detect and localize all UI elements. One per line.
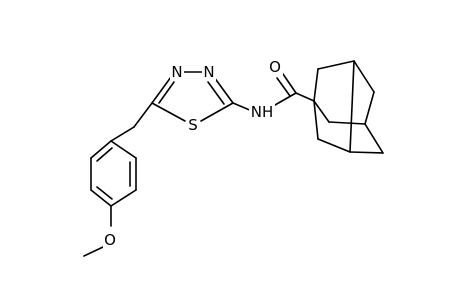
bond-a4-a5 bbox=[364, 91, 375, 125]
bond-n3-c2-inner bbox=[207, 81, 225, 105]
atom-methoxy-o-label: O bbox=[104, 231, 116, 249]
atom-nh-label: NH bbox=[251, 103, 274, 121]
bond-ring-6-1 bbox=[110, 140, 137, 159]
adamantane-cage bbox=[313, 60, 384, 154]
bond-ring-1-2-inner bbox=[96, 147, 113, 162]
bond-c5-n4-inner bbox=[158, 81, 175, 104]
atom-n4-label: N bbox=[171, 63, 182, 81]
bond-a2-a3 bbox=[317, 60, 355, 70]
bond-a5-a6 bbox=[328, 121, 366, 125]
bond-n3-c2 bbox=[213, 76, 234, 104]
bond-a3-a4 bbox=[353, 60, 375, 93]
bond-a3-a8 bbox=[349, 60, 355, 153]
bond-a8-a9 bbox=[349, 151, 384, 154]
bond-ch2-ring bbox=[110, 126, 135, 142]
bond-ring-4-5 bbox=[110, 189, 137, 207]
bond-ring-3-4 bbox=[90, 189, 112, 207]
thiadiazole-ring bbox=[151, 71, 234, 122]
bond-o-methyl bbox=[83, 246, 104, 257]
bond-a6-a1 bbox=[313, 100, 330, 123]
atom-n3-label: N bbox=[203, 63, 214, 81]
bond-c2-nh bbox=[232, 102, 253, 112]
bond-c5-n4 bbox=[151, 76, 172, 104]
bond-c5-ch2 bbox=[133, 102, 153, 128]
bond-ring-1-2 bbox=[90, 140, 112, 159]
bond-c2-s1 bbox=[200, 102, 234, 122]
methoxybenzyl-group bbox=[83, 102, 153, 257]
bond-carbonyl-adamantyl bbox=[295, 92, 315, 102]
atom-carbonyl-o-label: O bbox=[269, 58, 281, 76]
atom-s1-label: S bbox=[188, 116, 198, 134]
bond-a1-a7 bbox=[313, 100, 319, 140]
atom-labels: N N S NH O O bbox=[103, 58, 283, 249]
bond-a9-a5 bbox=[364, 123, 384, 154]
bond-a7-a8 bbox=[317, 138, 351, 153]
bond-a1-a2 bbox=[313, 68, 319, 102]
bond-ring-3-4-inner bbox=[96, 186, 113, 200]
bond-s1-c5 bbox=[151, 102, 186, 122]
bond-carbonyl-o bbox=[282, 73, 297, 94]
amide-linker bbox=[232, 73, 315, 112]
bond-carbonyl-o-inner bbox=[276, 77, 291, 97]
bond-nh-carbonyl bbox=[274, 92, 297, 106]
